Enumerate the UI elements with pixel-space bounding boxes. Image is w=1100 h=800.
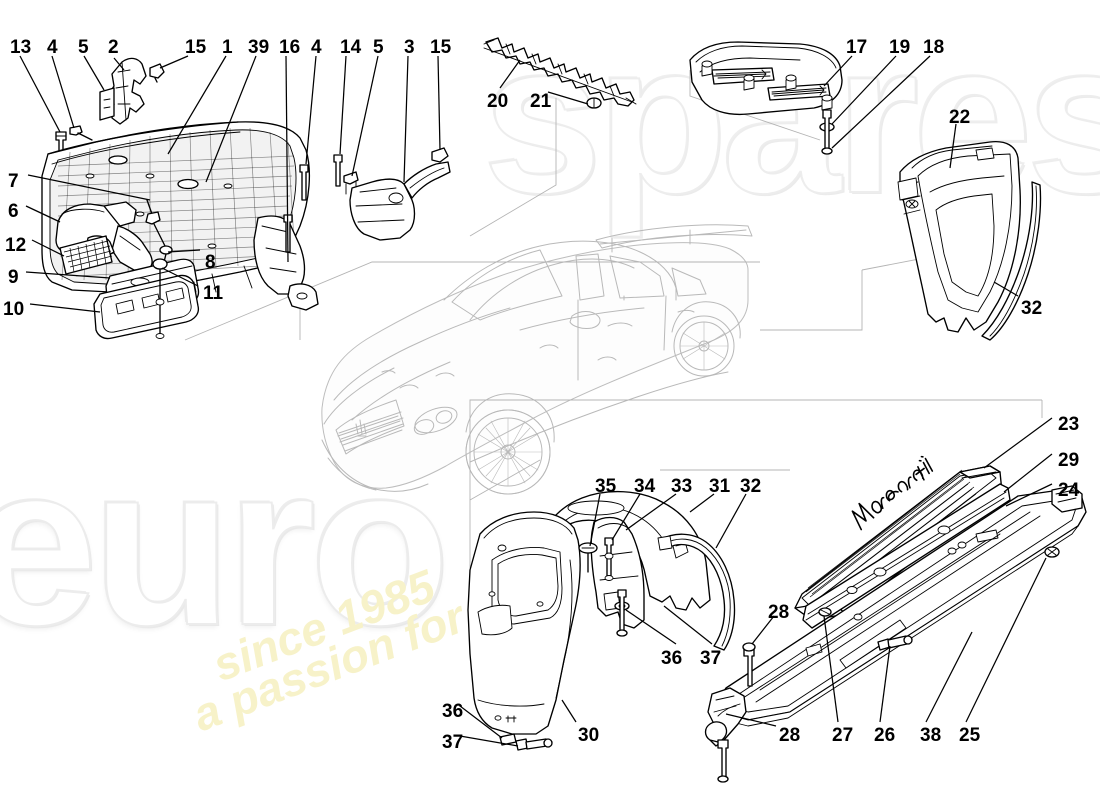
part-7-linkage [145, 199, 173, 263]
callout-6: 6 [8, 201, 19, 222]
part-35-grommet [578, 542, 598, 573]
part-15-clip-right [431, 147, 449, 163]
callout-39: 39 [248, 37, 270, 58]
part-28-bolt-upper [742, 642, 756, 687]
callout-32: 32 [1021, 298, 1043, 319]
part-24-fastener-right [1044, 546, 1060, 558]
callout-4: 4 [47, 37, 58, 58]
callout-19: 19 [889, 37, 911, 58]
callout-5: 5 [78, 37, 89, 58]
part-22-arch-liner [897, 140, 1021, 333]
callout-22: 22 [949, 107, 971, 128]
part-14-bolt [333, 154, 343, 187]
callout-17: 17 [846, 37, 868, 58]
part-30-wheelhouse-liner [467, 511, 581, 735]
callout-37: 37 [700, 648, 722, 669]
part-3-cowl-end [349, 161, 451, 241]
callout-28: 28 [779, 725, 801, 746]
callout-30: 30 [578, 725, 600, 746]
part-5-clip-right [343, 171, 359, 195]
callout-15: 15 [430, 37, 452, 58]
part-37-bolt-lower [515, 738, 553, 751]
part-32-arch-trim-front [657, 533, 736, 651]
part-4-bolt-left [69, 125, 93, 141]
callout-1: 1 [222, 37, 233, 58]
callout-4: 4 [311, 37, 322, 58]
part-18-bolt [821, 109, 833, 155]
part-10-gasket [93, 274, 200, 340]
callout-25: 25 [959, 725, 981, 746]
callout-14: 14 [340, 37, 362, 58]
callout-20: 20 [487, 91, 509, 112]
part-2-bracket [107, 57, 147, 125]
callout-27: 27 [832, 725, 854, 746]
callout-11: 11 [203, 283, 224, 304]
callout-12: 12 [5, 235, 27, 256]
callout-13: 13 [10, 37, 32, 58]
part-4-bolt-right [299, 164, 309, 201]
callout-7: 7 [8, 171, 19, 192]
callout-34: 34 [634, 476, 656, 497]
callout-9: 9 [8, 267, 19, 288]
part-27-stud [818, 607, 832, 617]
callout-38: 38 [920, 725, 942, 746]
part-12-cabin-filter [59, 235, 113, 275]
part-17-spoiler [689, 41, 843, 116]
part-26-screw [877, 635, 913, 651]
callout-16: 16 [279, 37, 301, 58]
part-32-arch-trim-rear [981, 181, 1042, 341]
callout-15: 15 [185, 37, 207, 58]
part-26-sill-rail [802, 483, 1011, 629]
callout-35: 35 [595, 476, 617, 497]
callout-37: 37 [442, 732, 464, 753]
callout-23: 23 [1058, 414, 1080, 435]
part-5-tab-left [99, 87, 115, 121]
callout-21: 21 [530, 91, 552, 112]
callout-36: 36 [661, 648, 683, 669]
part-37-bolt-upper [616, 589, 628, 637]
maserati-script [851, 455, 934, 531]
callout-26: 26 [874, 725, 896, 746]
part-28-bolt-lower [717, 739, 729, 783]
callout-2: 2 [108, 37, 119, 58]
callout-10: 10 [3, 299, 25, 320]
part-21-fastener [586, 97, 602, 109]
callout-29: 29 [1058, 450, 1080, 471]
callout-36: 36 [442, 701, 464, 722]
part-34-screw [604, 537, 614, 581]
callout-24: 24 [1058, 480, 1080, 501]
part-11-screw [152, 258, 168, 339]
callout-5: 5 [373, 37, 384, 58]
part-24-sill-cover [704, 485, 1087, 747]
callout-28: 28 [768, 602, 790, 623]
callout-3: 3 [404, 37, 415, 58]
callout-18: 18 [923, 37, 945, 58]
callout-33: 33 [671, 476, 693, 497]
callout-31: 31 [709, 476, 731, 497]
part-20-clip-strip [483, 37, 637, 107]
part-38-inner-panel [759, 533, 1001, 691]
callout-32: 32 [740, 476, 762, 497]
callout-8: 8 [205, 252, 216, 273]
